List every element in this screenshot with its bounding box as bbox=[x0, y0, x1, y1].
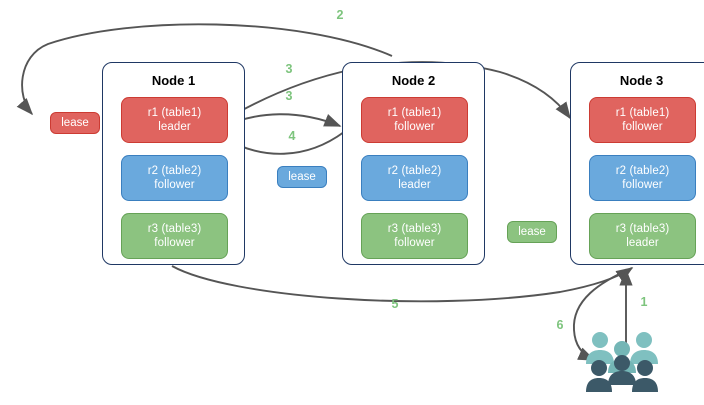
replica-name: r2 (table2) bbox=[387, 165, 442, 177]
node-title: Node 2 bbox=[391, 73, 436, 88]
person-front-left bbox=[586, 360, 612, 392]
replica-name: r1 (table1) bbox=[387, 107, 442, 119]
replica-role: leader bbox=[626, 237, 659, 249]
lease-label: lease bbox=[288, 171, 316, 183]
person-front-right bbox=[632, 360, 658, 392]
person-back-left bbox=[586, 332, 614, 364]
node-container-node1[interactable]: Node 1 r1 (table1) leader r2 (table2) fo… bbox=[102, 62, 245, 265]
edge-label-3a: 3 bbox=[285, 62, 293, 76]
replica-role: follower bbox=[394, 237, 435, 249]
replica-node3-r3[interactable]: r3 (table3) leader bbox=[589, 213, 696, 259]
replica-node2-r2[interactable]: r2 (table2) leader bbox=[361, 155, 468, 201]
replica-role: follower bbox=[622, 179, 663, 191]
replica-node2-r3[interactable]: r3 (table3) follower bbox=[361, 213, 468, 259]
replica-name: r3 (table3) bbox=[147, 223, 202, 235]
replica-role: follower bbox=[622, 121, 663, 133]
replica-node3-r2[interactable]: r2 (table2) follower bbox=[589, 155, 696, 201]
lease-badge-red[interactable]: lease bbox=[50, 112, 100, 134]
replica-node1-r1[interactable]: r1 (table1) leader bbox=[121, 97, 228, 143]
replica-node1-r3[interactable]: r3 (table3) follower bbox=[121, 213, 228, 259]
node-title: Node 3 bbox=[619, 73, 664, 88]
replica-role: follower bbox=[154, 237, 195, 249]
lease-badge-green[interactable]: lease bbox=[507, 221, 557, 243]
node-container-node3[interactable]: Node 3 r1 (table1) follower r2 (table2) … bbox=[570, 62, 704, 265]
person-front-center bbox=[608, 355, 636, 385]
people-group-icon bbox=[586, 332, 658, 392]
node-container-node2[interactable]: Node 2 r1 (table1) follower r2 (table2) … bbox=[342, 62, 485, 265]
edge-label-2: 2 bbox=[336, 8, 344, 22]
lease-badge-blue[interactable]: lease bbox=[277, 166, 327, 188]
edge-label-5: 5 bbox=[391, 297, 399, 311]
edge-label-4: 4 bbox=[288, 129, 296, 143]
replica-role: leader bbox=[398, 179, 431, 191]
lease-label: lease bbox=[518, 226, 546, 238]
replica-role: follower bbox=[154, 179, 195, 191]
replica-name: r3 (table3) bbox=[387, 223, 442, 235]
edge-5-path bbox=[171, 265, 634, 303]
node-title: Node 1 bbox=[151, 73, 196, 88]
replica-name: r1 (table1) bbox=[147, 107, 202, 119]
replica-name: r2 (table2) bbox=[147, 165, 202, 177]
lease-label: lease bbox=[61, 117, 89, 129]
replica-name: r1 (table1) bbox=[615, 107, 670, 119]
replica-name: r2 (table2) bbox=[615, 165, 670, 177]
replica-node1-r2[interactable]: r2 (table2) follower bbox=[121, 155, 228, 201]
replica-node2-r1[interactable]: r1 (table1) follower bbox=[361, 97, 468, 143]
replica-role: follower bbox=[394, 121, 435, 133]
edge-label-3b: 3 bbox=[285, 89, 293, 103]
edge-label-6: 6 bbox=[556, 318, 564, 332]
person-back-right bbox=[630, 332, 658, 364]
edge-label-1: 1 bbox=[640, 295, 648, 309]
replica-role: leader bbox=[158, 121, 191, 133]
replica-name: r3 (table3) bbox=[615, 223, 670, 235]
replica-node3-r1[interactable]: r1 (table1) follower bbox=[589, 97, 696, 143]
